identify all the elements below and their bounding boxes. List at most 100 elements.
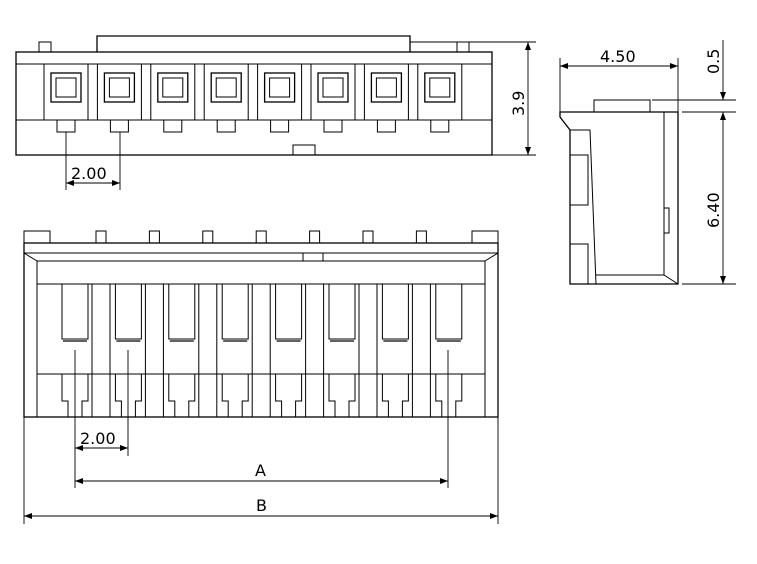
front-cell-frame: [150, 63, 196, 121]
front-cell-frame: [310, 63, 356, 121]
front-pitch-label: 2.00: [71, 164, 107, 183]
bottom-top-nub: [309, 230, 321, 244]
front-pin-cells: [43, 63, 463, 133]
front-cell-frame: [96, 63, 142, 121]
front-left-nub: [38, 41, 52, 53]
front-right-nub: [456, 41, 470, 53]
front-cell-outer: [210, 72, 242, 103]
front-cell-outer: [263, 72, 296, 103]
front-cell-inner: [375, 77, 397, 98]
front-cell-outer: [317, 72, 349, 103]
bottom-top-nub: [202, 230, 214, 244]
front-cell-inner: [322, 77, 344, 98]
side-view: 4.50 0.5 6.40: [559, 40, 736, 285]
arrow-head: [560, 63, 568, 69]
side-body-outline: [559, 111, 679, 285]
front-cell-frame: [43, 63, 89, 121]
front-cell-inner: [429, 77, 451, 98]
arrow-head: [525, 147, 531, 155]
bottom-slot-channel: [168, 284, 196, 340]
bottom-top-nub: [362, 230, 374, 244]
bottom-chamfer-right: [484, 252, 499, 262]
arrow-head: [24, 513, 32, 519]
side-top-label: 0.5: [704, 49, 723, 74]
side-right-nub: [663, 207, 670, 234]
bottom-pitch-label: 2.00: [80, 429, 116, 448]
bottom-slot-channel: [381, 284, 409, 340]
bottom-slot-step-right: [295, 374, 303, 417]
front-cell-outer: [103, 72, 136, 103]
bottom-slot-step-right: [348, 374, 356, 417]
bottom-slot-step-left: [61, 374, 69, 417]
side-top-tab: [593, 99, 651, 113]
side-height-label: 6.40: [704, 192, 723, 228]
bottom-slot-channel: [221, 284, 249, 340]
bottom-slot-step-left: [435, 374, 443, 417]
bottom-slot-channel: [114, 284, 142, 340]
bottom-view: 2.00 A B: [23, 230, 499, 524]
front-cell-inner: [162, 77, 184, 98]
side-lower-step: [570, 243, 589, 284]
arrow-head: [720, 276, 726, 284]
front-cell-inner: [108, 77, 130, 98]
front-cell-notch: [323, 120, 343, 133]
bottom-slot-step-right: [188, 374, 196, 417]
bottom-slot-channel: [435, 284, 463, 340]
front-cell-outer: [424, 72, 456, 103]
front-cell-notch: [270, 120, 290, 133]
bottom-slot-step-left: [114, 374, 122, 417]
bottom-slot-channel: [328, 284, 356, 340]
bottom-slot-step-right: [81, 374, 89, 417]
bottom-top-nub: [255, 230, 267, 244]
arrow-head: [720, 92, 726, 100]
bottom-slot-channel: [61, 284, 89, 340]
bottom-slot-step-right: [455, 374, 463, 417]
side-corner: [663, 274, 679, 285]
front-view: 2.00 3.9: [15, 35, 536, 190]
front-cell-frame: [257, 63, 303, 121]
front-cell-outer: [157, 72, 189, 103]
front-height-label: 3.9: [509, 91, 528, 116]
arrow-head: [525, 42, 531, 50]
bottom-slot-channel: [275, 284, 303, 340]
bottom-slot-step-left: [275, 374, 283, 417]
bottom-top-nub: [415, 230, 427, 244]
front-top-rib: [96, 35, 411, 52]
side-upper-step: [570, 154, 589, 206]
front-body-outline: [15, 51, 493, 156]
front-cell-notch: [56, 120, 76, 133]
front-bottom-notch: [292, 144, 316, 155]
front-cell-notch: [216, 120, 236, 133]
span-a-label: A: [255, 461, 266, 480]
arrow-head: [66, 180, 74, 186]
bottom-left-nub: [23, 230, 51, 244]
front-cell-inner: [215, 77, 237, 98]
bottom-right-nub: [471, 230, 499, 244]
arrow-head: [720, 112, 726, 120]
bottom-slot-step-left: [221, 374, 229, 417]
bottom-slot-step-right: [401, 374, 409, 417]
front-cell-notch: [376, 120, 396, 133]
bottom-slot-step-left: [328, 374, 336, 417]
front-cell-outer: [50, 72, 82, 103]
bottom-slot-step-left: [381, 374, 389, 417]
bottom-pin-nubs: [95, 230, 427, 244]
bottom-chamfer-left: [23, 252, 38, 262]
bottom-slot-step-right: [241, 374, 249, 417]
arrow-head: [670, 63, 678, 69]
arrow-head: [112, 180, 120, 186]
front-cell-inner: [269, 77, 291, 98]
bottom-pin-slots: [61, 284, 463, 417]
bottom-top-nub: [95, 230, 107, 244]
arrow-head: [490, 513, 498, 519]
bottom-slot-step-right: [134, 374, 142, 417]
bottom-body-outline: [23, 242, 499, 418]
arrow-head: [75, 478, 83, 484]
front-cell-notch: [163, 120, 183, 133]
span-b-label: B: [256, 496, 267, 515]
side-width-label: 4.50: [600, 47, 636, 66]
bottom-slot-step-left: [168, 374, 176, 417]
arrow-head: [120, 445, 128, 451]
front-cell-frame: [203, 63, 249, 121]
